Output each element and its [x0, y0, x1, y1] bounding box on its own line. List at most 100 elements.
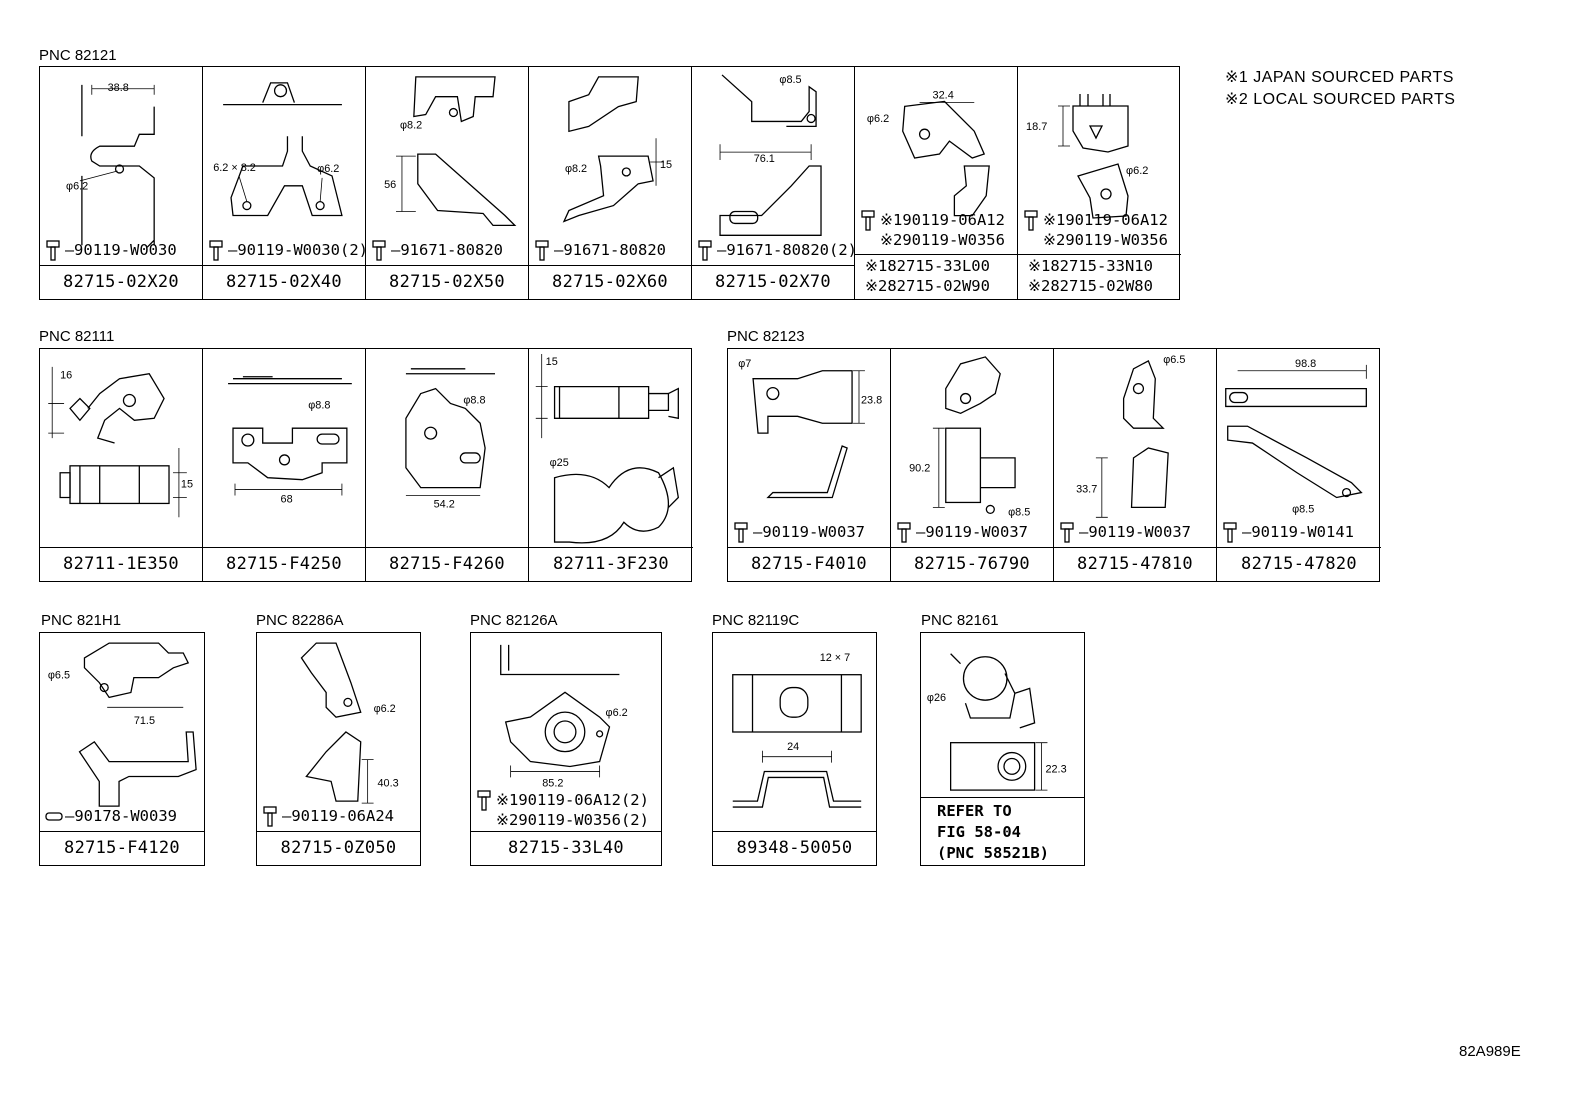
hex-flange-bolt-icon: [372, 240, 386, 261]
bracket-drawing: 54.2 φ8.8: [366, 349, 528, 547]
svg-text:54.2: 54.2: [434, 498, 455, 510]
notes-box: ※182715-33L00 ※282715-02W90: [855, 254, 1017, 299]
svg-text:φ8.8: φ8.8: [463, 394, 485, 406]
hex-flange-bolt-icon: [263, 806, 277, 827]
part-number: 82715-F4250: [203, 547, 365, 581]
svg-text:33.7: 33.7: [1076, 484, 1097, 496]
fastener-row: —91671-80820: [533, 239, 666, 261]
svg-text:22.3: 22.3: [1045, 763, 1066, 775]
svg-text:φ8.5: φ8.5: [1292, 503, 1314, 515]
part-number: 82715-F4010: [728, 547, 890, 581]
notes-box: ※182715-33N10 ※282715-02W80: [1018, 254, 1181, 299]
part-cell: 98.8 φ8.5 —90119-W0141 82715-47820: [1217, 349, 1381, 581]
svg-text:68: 68: [281, 493, 293, 505]
fastener-row: —90119-06A24: [261, 805, 394, 827]
group-82161: φ26 22.3 REFER TO FIG 58-04 (PNC 58521B): [920, 632, 1085, 866]
bracket-drawing: 12 × 7 24: [713, 633, 876, 831]
fastener-number: 90119-W0141: [1251, 523, 1354, 541]
fastener-row: —91671-80820(2): [696, 239, 857, 261]
figure-id: 82A989E: [1459, 1043, 1521, 1060]
svg-text:40.3: 40.3: [378, 777, 399, 789]
part-number: 82715-76790: [891, 547, 1053, 581]
svg-text:φ6.5: φ6.5: [48, 670, 70, 682]
fastener-row: —90119-W0030(2): [207, 239, 368, 261]
fastener-number: ※190119-06A12(2): [496, 791, 649, 809]
pnc-label-821H1: PNC 821H1: [41, 612, 122, 629]
hex-flange-bolt-icon: [1060, 522, 1074, 543]
bracket-drawing: φ6.2 32.4: [855, 67, 1017, 255]
bracket-drawing: 98.8 φ8.5: [1217, 349, 1381, 547]
svg-text:85.2: 85.2: [542, 777, 563, 789]
svg-text:6.2 × 8.2: 6.2 × 8.2: [213, 162, 256, 174]
svg-text:98.8: 98.8: [1295, 358, 1316, 370]
legend-local: ※2 LOCAL SOURCED PARTS: [1225, 91, 1456, 108]
fastener-number: 90178-W0039: [74, 807, 177, 825]
svg-text:24: 24: [787, 741, 799, 753]
fastener-row: —90119-W0037: [732, 521, 865, 543]
pnc-label-82121: PNC 82121: [39, 47, 117, 64]
fastener-number: ※290119-W0356(2): [496, 811, 649, 829]
svg-text:18.7: 18.7: [1026, 121, 1047, 133]
svg-text:φ8.2: φ8.2: [400, 119, 422, 131]
part-number: 82715-02X20: [40, 265, 202, 299]
hex-flange-bolt-icon: [535, 240, 549, 261]
bracket-drawing: 16 15: [40, 349, 202, 547]
fastener-row: ※190119-06A12(2) ※290119-W0356(2): [475, 789, 649, 829]
part-number: 89348-50050: [713, 831, 876, 865]
group-82119C: 12 × 7 24 89348-50050: [712, 632, 877, 866]
hex-flange-bolt-icon: [46, 240, 60, 261]
pnc-label-82119C: PNC 82119C: [712, 612, 800, 629]
bracket-drawing: 38.8 φ6.2: [40, 67, 202, 265]
fastener-number: 90119-W0030(2): [237, 241, 368, 259]
fastener-number: 90119-W0037: [925, 523, 1028, 541]
hex-flange-bolt-icon: [698, 240, 712, 261]
svg-text:φ7: φ7: [738, 358, 751, 370]
svg-text:φ8.2: φ8.2: [565, 163, 587, 175]
svg-text:φ6.5: φ6.5: [1163, 354, 1185, 366]
svg-text:15: 15: [660, 159, 672, 171]
part-number: 82715-02X70: [692, 265, 854, 299]
part-number: 82715-02X50: [366, 265, 528, 299]
pnc-label-82161: PNC 82161: [921, 612, 999, 629]
hex-flange-bolt-icon: [897, 522, 911, 543]
bracket-drawing: 15 φ8.2: [529, 67, 691, 265]
part-number: 82711-3F230: [529, 547, 693, 581]
refer-line: (PNC 58521B): [937, 844, 1049, 862]
fastener-number: 91671-80820(2): [726, 241, 857, 259]
hex-flange-bolt-icon: [734, 522, 748, 543]
fastener-number: ※290119-W0356: [880, 231, 1005, 249]
part-number: 82715-47820: [1217, 547, 1381, 581]
part-number: 82715-33L40: [471, 831, 661, 865]
part-cell: 15 φ25 82711-3F230: [529, 349, 693, 581]
svg-text:φ6.2: φ6.2: [66, 181, 88, 193]
part-number: 82715-02X60: [529, 265, 691, 299]
bracket-drawing: 15 φ25: [529, 349, 693, 547]
fastener-row: —90119-W0037: [895, 521, 1028, 543]
clip-drawing: φ26 22.3: [921, 633, 1084, 799]
note-line: ※282715-02W90: [865, 277, 990, 295]
note-line: ※282715-02W80: [1028, 277, 1153, 295]
legend-japan: ※1 JAPAN SOURCED PARTS: [1225, 69, 1454, 86]
fastener-number: ※190119-06A12: [1043, 211, 1168, 229]
pnc-label-82123: PNC 82123: [727, 328, 805, 345]
svg-text:76.1: 76.1: [754, 153, 775, 165]
pnc-label-82111: PNC 82111: [39, 328, 115, 345]
svg-text:32.4: 32.4: [933, 89, 954, 101]
svg-text:φ6.2: φ6.2: [374, 703, 396, 715]
svg-text:φ6.2: φ6.2: [867, 113, 889, 125]
fastener-row: —90178-W0039: [44, 805, 177, 827]
fastener-number: ※290119-W0356: [1043, 231, 1168, 249]
part-number: 82715-47810: [1054, 547, 1216, 581]
fastener-number: 90119-W0037: [1088, 523, 1191, 541]
